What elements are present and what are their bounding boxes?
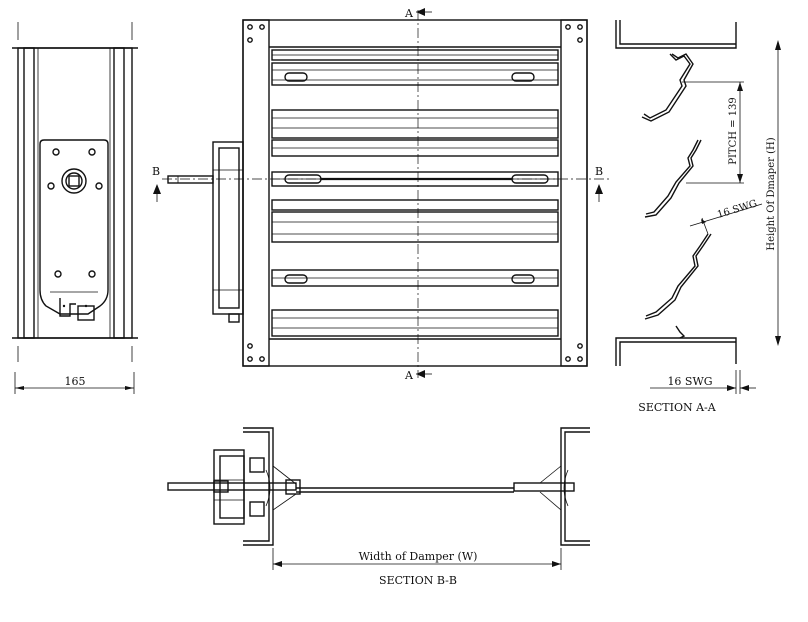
section-b-left-label: B xyxy=(152,165,160,178)
section-marker-b-left: B xyxy=(152,165,161,202)
section-a-bottom-label: A xyxy=(404,369,414,382)
blades xyxy=(271,49,559,337)
damper-width-label: Width of Damper (W) xyxy=(359,550,478,563)
linkage-bars xyxy=(284,72,549,284)
front-view: A A B B xyxy=(152,7,612,382)
section-a-top-label: A xyxy=(404,7,414,20)
actuator-side xyxy=(167,141,244,323)
pitch-label: PITCH = 139 xyxy=(728,97,739,165)
frame-holes xyxy=(247,24,583,362)
section-b-right-label: B xyxy=(595,165,603,178)
section-a-view: PITCH = 139 16 SWG Height Of Dmaper (H) … xyxy=(615,20,781,414)
section-b-title: SECTION B-B xyxy=(379,574,457,587)
section-marker-a-top: A xyxy=(404,7,432,20)
section-marker-b-right: B xyxy=(595,165,603,202)
blade-profiles xyxy=(641,53,712,339)
side-view: 165 xyxy=(12,22,138,394)
actuator-plate xyxy=(39,139,109,321)
side-width-label: 165 xyxy=(65,375,86,388)
section-marker-a-bottom: A xyxy=(404,369,432,382)
blade-gauge-label: 16 SWG xyxy=(716,198,758,221)
section-a-title: SECTION A-A xyxy=(638,401,716,414)
blade-section xyxy=(265,465,575,511)
section-b-view: Width of Damper (W) SECTION B-B xyxy=(167,427,590,587)
actuator-section xyxy=(213,449,265,525)
frame-gauge-label: 16 SWG xyxy=(667,375,712,388)
height-label: Height Of Dmaper (H) xyxy=(766,137,777,250)
